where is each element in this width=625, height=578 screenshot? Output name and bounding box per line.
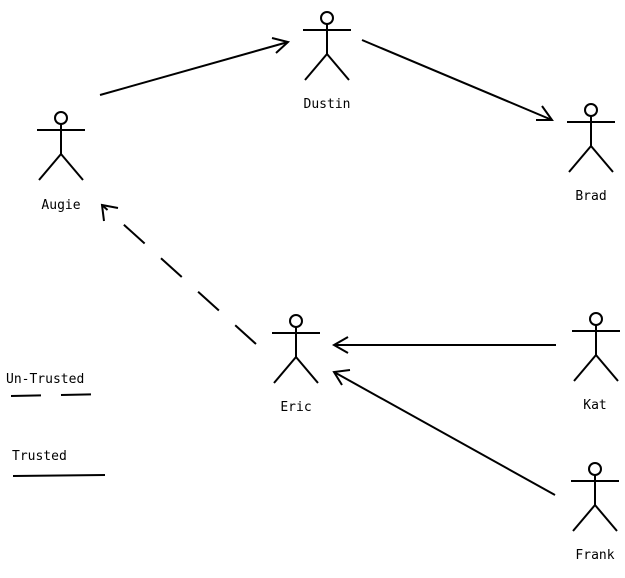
legend-label-untrusted: Un-Trusted (6, 372, 84, 387)
edge-kat-eric (331, 336, 556, 354)
actor-head (54, 111, 68, 125)
actor-label-kat: Kat (583, 398, 606, 413)
actor-label-eric: Eric (280, 400, 311, 415)
edge-augie-dustin (99, 37, 291, 96)
legend: Un-Trusted Trusted (6, 372, 107, 477)
actor-brad (567, 103, 615, 173)
actor-kat (572, 312, 620, 382)
actor-frank (571, 462, 619, 532)
legend-swatch-trusted (12, 474, 106, 477)
actor-label-augie: Augie (41, 198, 80, 213)
actor-dustin (303, 11, 351, 81)
legend-swatch-untrusted (10, 393, 107, 397)
edge-dustin-brad (361, 39, 554, 121)
actor-label-brad: Brad (575, 189, 606, 204)
legend-label-trusted: Trusted (12, 449, 67, 464)
actor-augie (37, 111, 85, 181)
actor-eric (272, 314, 320, 384)
actor-label-frank: Frank (575, 548, 614, 563)
actor-label-dustin: Dustin (304, 97, 351, 112)
edge-frank-eric (332, 369, 556, 496)
edge-eric-augie (100, 203, 257, 345)
